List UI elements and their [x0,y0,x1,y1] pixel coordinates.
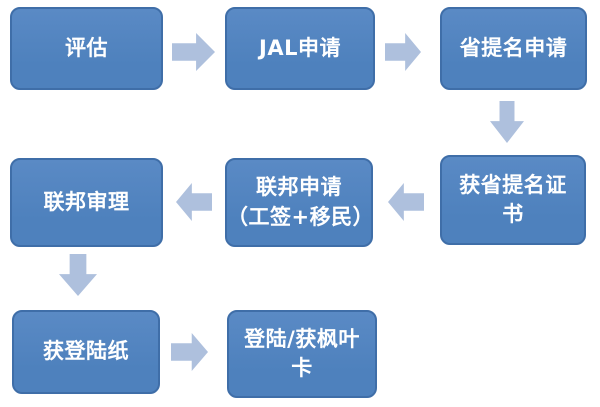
arrow-right-icon [171,333,208,371]
flow-node-obtain-provincial-nomination-certificate: 获省提名证 书 [440,155,586,245]
arrow-right-icon [385,33,421,71]
arrow-right-icon [172,33,215,71]
flow-node-jal-application: JAL申请 [225,7,375,90]
flow-node-provincial-nomination-application: 省提名申请 [440,7,587,90]
flow-node-obtain-landing-paper: 获登陆纸 [12,310,160,394]
flow-node-assessment: 评估 [10,7,163,90]
arrow-down-icon [490,101,524,143]
arrow-left-icon [176,183,212,221]
arrow-left-icon [388,183,424,221]
arrow-down-icon [59,254,97,296]
flow-node-federal-application: 联邦申请 （工签+移民） [225,158,374,247]
flow-node-federal-review: 联邦审理 [10,158,163,247]
flow-node-landing-get-maple-leaf-card: 登陆/获枫叶 卡 [227,310,377,398]
